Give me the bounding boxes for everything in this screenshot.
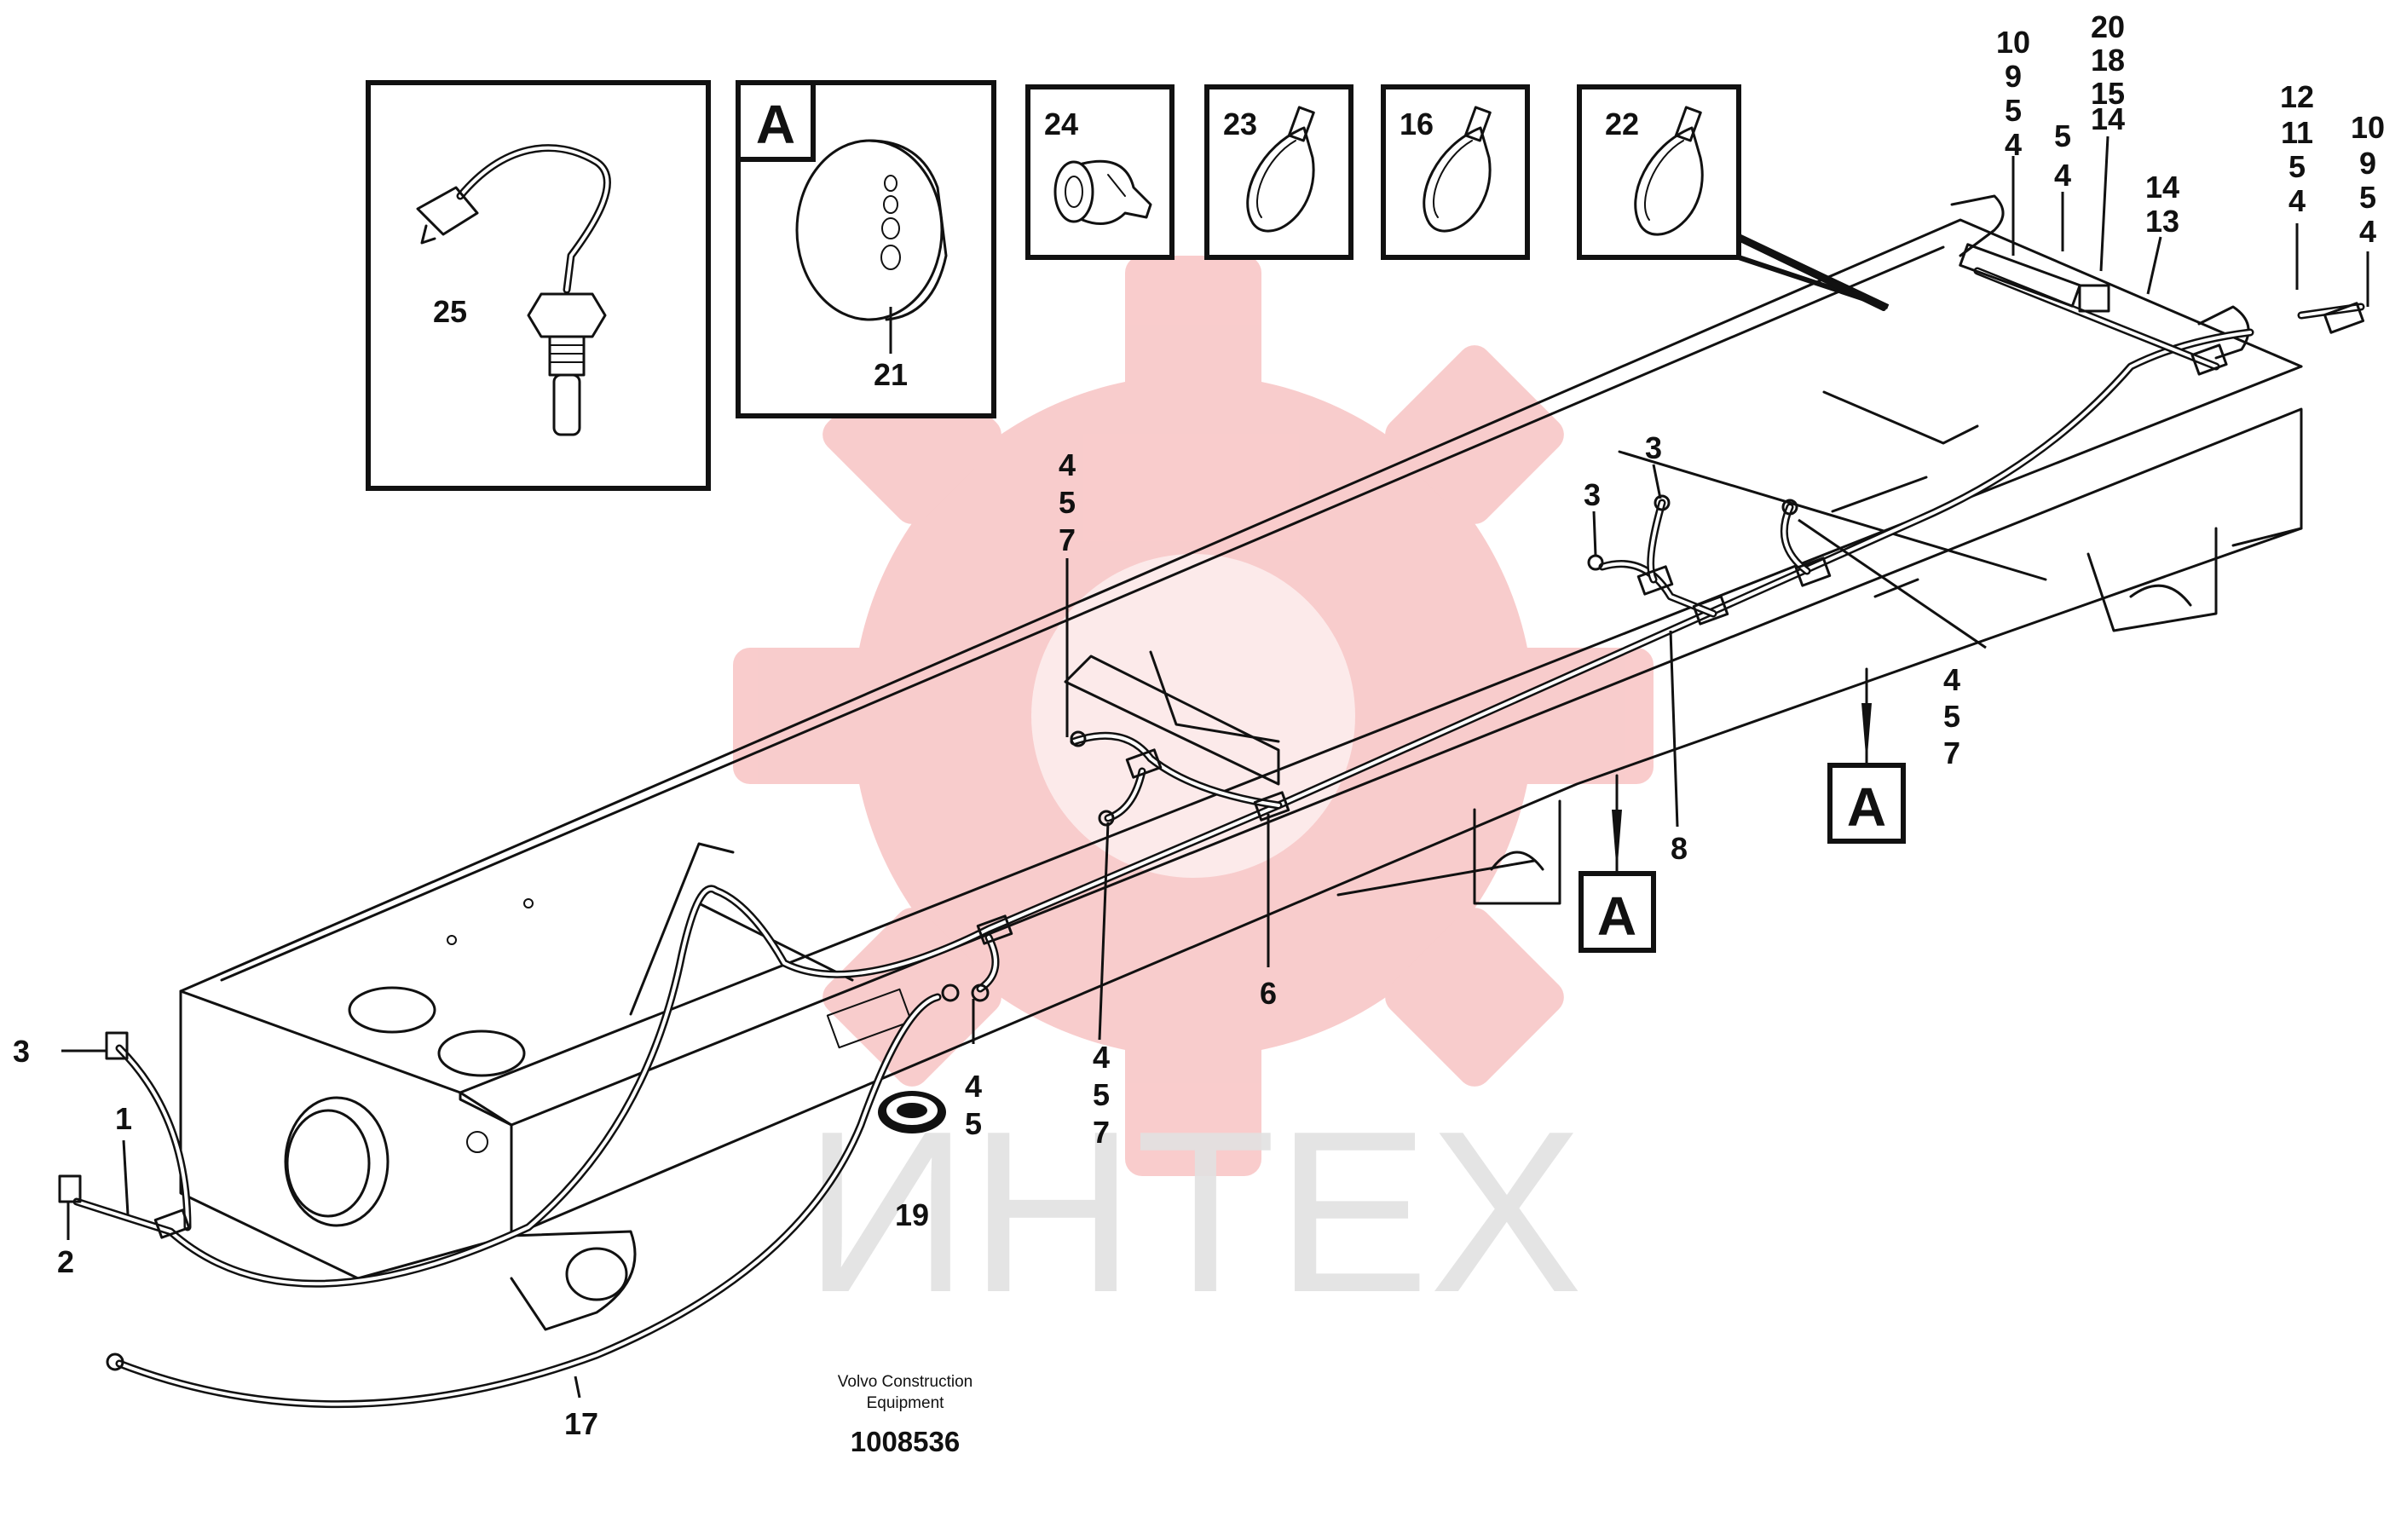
view-marker-a-right: A [1847, 776, 1886, 838]
detail-21-letter: A [756, 94, 795, 155]
callout-8: 8 [1671, 831, 1688, 866]
callout-14-b: 14 [2145, 170, 2179, 205]
detail-box-16: 16 [1381, 84, 1530, 260]
callout-1: 1 [115, 1101, 132, 1136]
callout-7-top: 7 [1059, 522, 1076, 557]
callout-5-b: 5 [2359, 180, 2376, 215]
detail-21-label: 21 [874, 357, 908, 392]
callout-17: 17 [564, 1406, 598, 1441]
callout-4-a: 4 [2005, 127, 2022, 162]
callout-3-mid-a: 3 [1584, 477, 1601, 512]
callout-9-b: 9 [2359, 146, 2376, 181]
caption-line-2: Equipment [867, 1394, 945, 1412]
callout-5-c: 5 [2288, 149, 2306, 184]
detail-23-label: 23 [1223, 107, 1257, 141]
cable-tie-icon [1423, 106, 1492, 233]
callout-9-a: 9 [2005, 59, 2022, 94]
callout-19: 19 [895, 1197, 929, 1232]
callout-5-top: 5 [1059, 485, 1076, 520]
callout-12: 12 [2280, 79, 2314, 114]
callout-13: 13 [2145, 204, 2179, 239]
detail-box-24: 24 [1025, 84, 1175, 260]
detail-24-label: 24 [1044, 107, 1078, 141]
plug-icon [795, 139, 948, 321]
callouts: 3 1 2 17 19 6 8 3 3 4 5 7 4 5 7 4 5 7 4 … [13, 9, 2385, 1441]
callout-4-b: 4 [2359, 214, 2376, 249]
callout-3-left: 3 [13, 1034, 30, 1069]
callout-6: 6 [1260, 976, 1277, 1011]
callout-5-washer: 5 [965, 1106, 982, 1141]
view-arrow-a-right: A [1827, 667, 1906, 844]
wire-harness [58, 243, 2365, 1409]
callout-4-bottom: 4 [1093, 1040, 1110, 1075]
callout-4-washer: 4 [965, 1069, 982, 1104]
callout-5-right: 5 [1943, 699, 1960, 734]
temperature-sensor-icon [416, 144, 611, 436]
callout-4-pair: 4 [2054, 158, 2071, 193]
document-number: 1008536 [851, 1426, 960, 1457]
detail-box-21: A 21 [736, 80, 996, 418]
caption: Volvo Construction Equipment 1008536 [838, 1373, 973, 1457]
leader-lines [61, 136, 2369, 1399]
chassis-frame [179, 194, 2303, 1331]
view-marker-a-left: A [1597, 885, 1636, 947]
callout-14-a: 14 [2091, 101, 2125, 136]
callout-4-c: 4 [2288, 183, 2306, 218]
callout-10-a: 10 [1996, 25, 2030, 60]
callout-5-bottom: 5 [1093, 1077, 1110, 1112]
watermark: ИНТЕХ [733, 256, 1654, 1341]
cable-tie-icon [1634, 106, 1704, 236]
view-arrow-a-left: A [1579, 774, 1656, 953]
detail-box-22: 22 [1577, 84, 1890, 311]
callout-15: 15 [2091, 76, 2125, 111]
detail-25-label: 25 [433, 294, 467, 329]
callout-18: 18 [2091, 43, 2125, 78]
detail-box-25: 25 [366, 80, 711, 491]
detail-22-label: 22 [1605, 107, 1639, 141]
callout-20: 20 [2091, 9, 2125, 44]
washer-icon [878, 1091, 946, 1133]
callout-3-mid-b: 3 [1645, 430, 1662, 465]
callout-7-right: 7 [1943, 735, 1960, 770]
callout-5-pair: 5 [2054, 118, 2071, 153]
callout-4-top: 4 [1059, 447, 1076, 482]
detail-box-23: 23 [1204, 84, 1353, 260]
callout-11: 11 [2281, 115, 2313, 150]
callout-2: 2 [57, 1244, 74, 1279]
callout-7-bottom: 7 [1093, 1115, 1110, 1150]
callout-4-right: 4 [1943, 662, 1960, 697]
clamp-icon [1053, 159, 1152, 225]
cable-tie-icon [1246, 106, 1315, 233]
watermark-gear-icon [733, 256, 1654, 1176]
caption-line-1: Volvo Construction [838, 1373, 973, 1391]
callout-5-a: 5 [2005, 93, 2022, 128]
detail-16-label: 16 [1400, 107, 1434, 141]
callout-10-b: 10 [2351, 110, 2385, 145]
